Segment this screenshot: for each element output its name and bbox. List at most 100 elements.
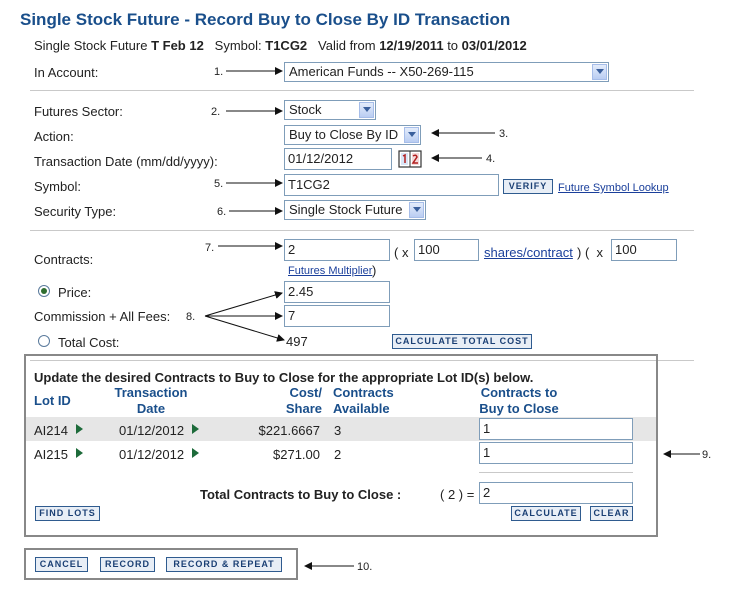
lot-date: 01/12/2012: [119, 447, 185, 462]
valid-to: 03/01/2012: [461, 38, 527, 53]
annotation-2: 2.: [211, 106, 221, 118]
product-label: Single Stock Future: [34, 38, 148, 53]
symbol-input[interactable]: T1CG2: [284, 174, 499, 196]
total-contracts-input[interactable]: 2: [479, 482, 633, 504]
symbol-label: Symbol:: [214, 38, 262, 53]
annotation-6: 6.: [217, 206, 227, 218]
annotation-4: 4.: [486, 153, 496, 165]
times-sign: x: [401, 245, 409, 260]
lot-id: AI214: [34, 423, 68, 438]
col-contracts-to-close-line2: Buy to Close: [479, 401, 559, 416]
date-label: Transaction Date (mm/dd/yyyy):: [34, 154, 218, 169]
col-contracts-to-close-line1: Contracts to: [480, 385, 558, 400]
chevron-down-icon: [359, 102, 374, 118]
expand-arrow-icon[interactable]: [192, 448, 199, 458]
lots-heading: Update the desired Contracts to Buy to C…: [34, 370, 534, 385]
valid-to-label: to: [447, 38, 459, 53]
calculate-button[interactable]: CALCULATE: [511, 506, 581, 521]
security-type-label: Security Type:: [34, 204, 117, 219]
col-lot-id: Lot ID: [34, 393, 71, 408]
action-select-value: Buy to Close By ID: [289, 127, 399, 142]
paren-close: ): [372, 263, 377, 278]
security-type-select-value: Single Stock Future: [289, 202, 403, 217]
total-cost-radio[interactable]: [38, 335, 50, 347]
commission-input[interactable]: 7: [284, 305, 390, 327]
col-cost-share: Cost/ Share: [272, 385, 322, 417]
symbol-label: Symbol:: [34, 179, 81, 194]
annotation-1: 1.: [214, 66, 224, 78]
clear-button[interactable]: CLEAR: [590, 506, 633, 521]
times-sign-2: x: [596, 245, 604, 260]
contracts-expression: ( x: [394, 245, 408, 260]
security-type-select[interactable]: Single Stock Future: [284, 200, 426, 220]
lot-cost: $221.6667: [258, 423, 320, 438]
valid-from: 12/19/2011: [379, 38, 444, 53]
annotation-7: 7.: [205, 242, 215, 254]
col-transaction-date-line1: Transaction: [114, 385, 188, 400]
action-label: Action:: [34, 129, 74, 144]
record-and-repeat-button[interactable]: RECORD & REPEAT: [166, 557, 282, 572]
col-contracts-available-line1: Contracts: [333, 385, 394, 400]
paren-open: (: [394, 245, 399, 260]
lot-date: 01/12/2012: [119, 423, 185, 438]
annotation-5: 5.: [214, 178, 224, 190]
col-contracts-to-close: Contracts to Buy to Close: [476, 385, 562, 417]
lot-cost: $271.00: [273, 447, 320, 462]
account-label: In Account:: [34, 65, 99, 80]
calculate-total-cost-button[interactable]: CALCULATE TOTAL COST: [392, 334, 532, 349]
expand-arrow-icon[interactable]: [76, 424, 83, 434]
divider: [479, 472, 633, 473]
calendar-icon[interactable]: [398, 149, 422, 169]
expand-arrow-icon[interactable]: [192, 424, 199, 434]
total-cost-label: Total Cost:: [58, 335, 120, 350]
annotation-8: 8.: [186, 311, 196, 323]
verify-button[interactable]: VERIFY: [503, 179, 553, 194]
total-cost-value: 497: [286, 334, 308, 349]
future-info-line: Single Stock Future T Feb 12 Symbol: T1C…: [34, 38, 527, 53]
chevron-down-icon: [592, 64, 607, 80]
symbol-value: T1CG2: [265, 38, 308, 53]
commission-label: Commission + All Fees:: [34, 309, 171, 324]
lots-panel: [24, 354, 658, 537]
sector-label: Futures Sector:: [34, 104, 123, 119]
find-lots-button[interactable]: FIND LOTS: [35, 506, 100, 521]
date-input[interactable]: 01/12/2012: [284, 148, 392, 170]
contracts-input[interactable]: 2: [284, 239, 390, 261]
paren-mid: ): [577, 245, 582, 260]
total-contracts-label: Total Contracts to Buy to Close :: [200, 487, 402, 502]
price-input[interactable]: 2.45: [284, 281, 390, 303]
col-cost-share-line1: Cost/: [289, 385, 323, 400]
paren-open-2: (: [584, 245, 590, 260]
future-symbol-lookup-link[interactable]: Future Symbol Lookup: [558, 182, 669, 194]
cancel-button[interactable]: CANCEL: [35, 557, 88, 572]
sector-select[interactable]: Stock: [284, 100, 376, 120]
actions-panel: [24, 548, 298, 580]
col-cost-share-line2: Share: [285, 401, 322, 416]
expand-arrow-icon[interactable]: [76, 448, 83, 458]
shares-per-contract-input[interactable]: 100: [414, 239, 479, 261]
contracts-to-close-input[interactable]: 1: [479, 442, 633, 464]
multiplier-expression: ) ( x: [577, 245, 603, 260]
product-name: T Feb 12: [151, 38, 204, 53]
account-select[interactable]: American Funds -- X50-269-115: [284, 62, 609, 82]
contracts-to-close-input[interactable]: 1: [479, 418, 633, 440]
contracts-label: Contracts:: [34, 252, 94, 267]
account-select-value: American Funds -- X50-269-115: [289, 64, 474, 79]
total-contracts-count: ( 2 ) =: [440, 487, 475, 502]
sector-select-value: Stock: [289, 102, 322, 117]
shares-per-contract-link[interactable]: shares/contract: [484, 245, 573, 260]
col-contracts-available-line2: Available: [333, 401, 390, 416]
action-select[interactable]: Buy to Close By ID: [284, 125, 421, 145]
chevron-down-icon: [404, 127, 419, 143]
chevron-down-icon: [409, 202, 424, 218]
divider: [30, 90, 694, 91]
price-radio[interactable]: [38, 285, 50, 297]
lot-available: 2: [334, 447, 342, 462]
futures-multiplier-input[interactable]: 100: [611, 239, 677, 261]
lot-available: 3: [334, 423, 342, 438]
record-button[interactable]: RECORD: [100, 557, 155, 572]
col-transaction-date-line2: Date: [136, 401, 166, 416]
price-label: Price:: [58, 285, 92, 300]
futures-multiplier-link[interactable]: Futures Multiplier: [288, 265, 373, 277]
